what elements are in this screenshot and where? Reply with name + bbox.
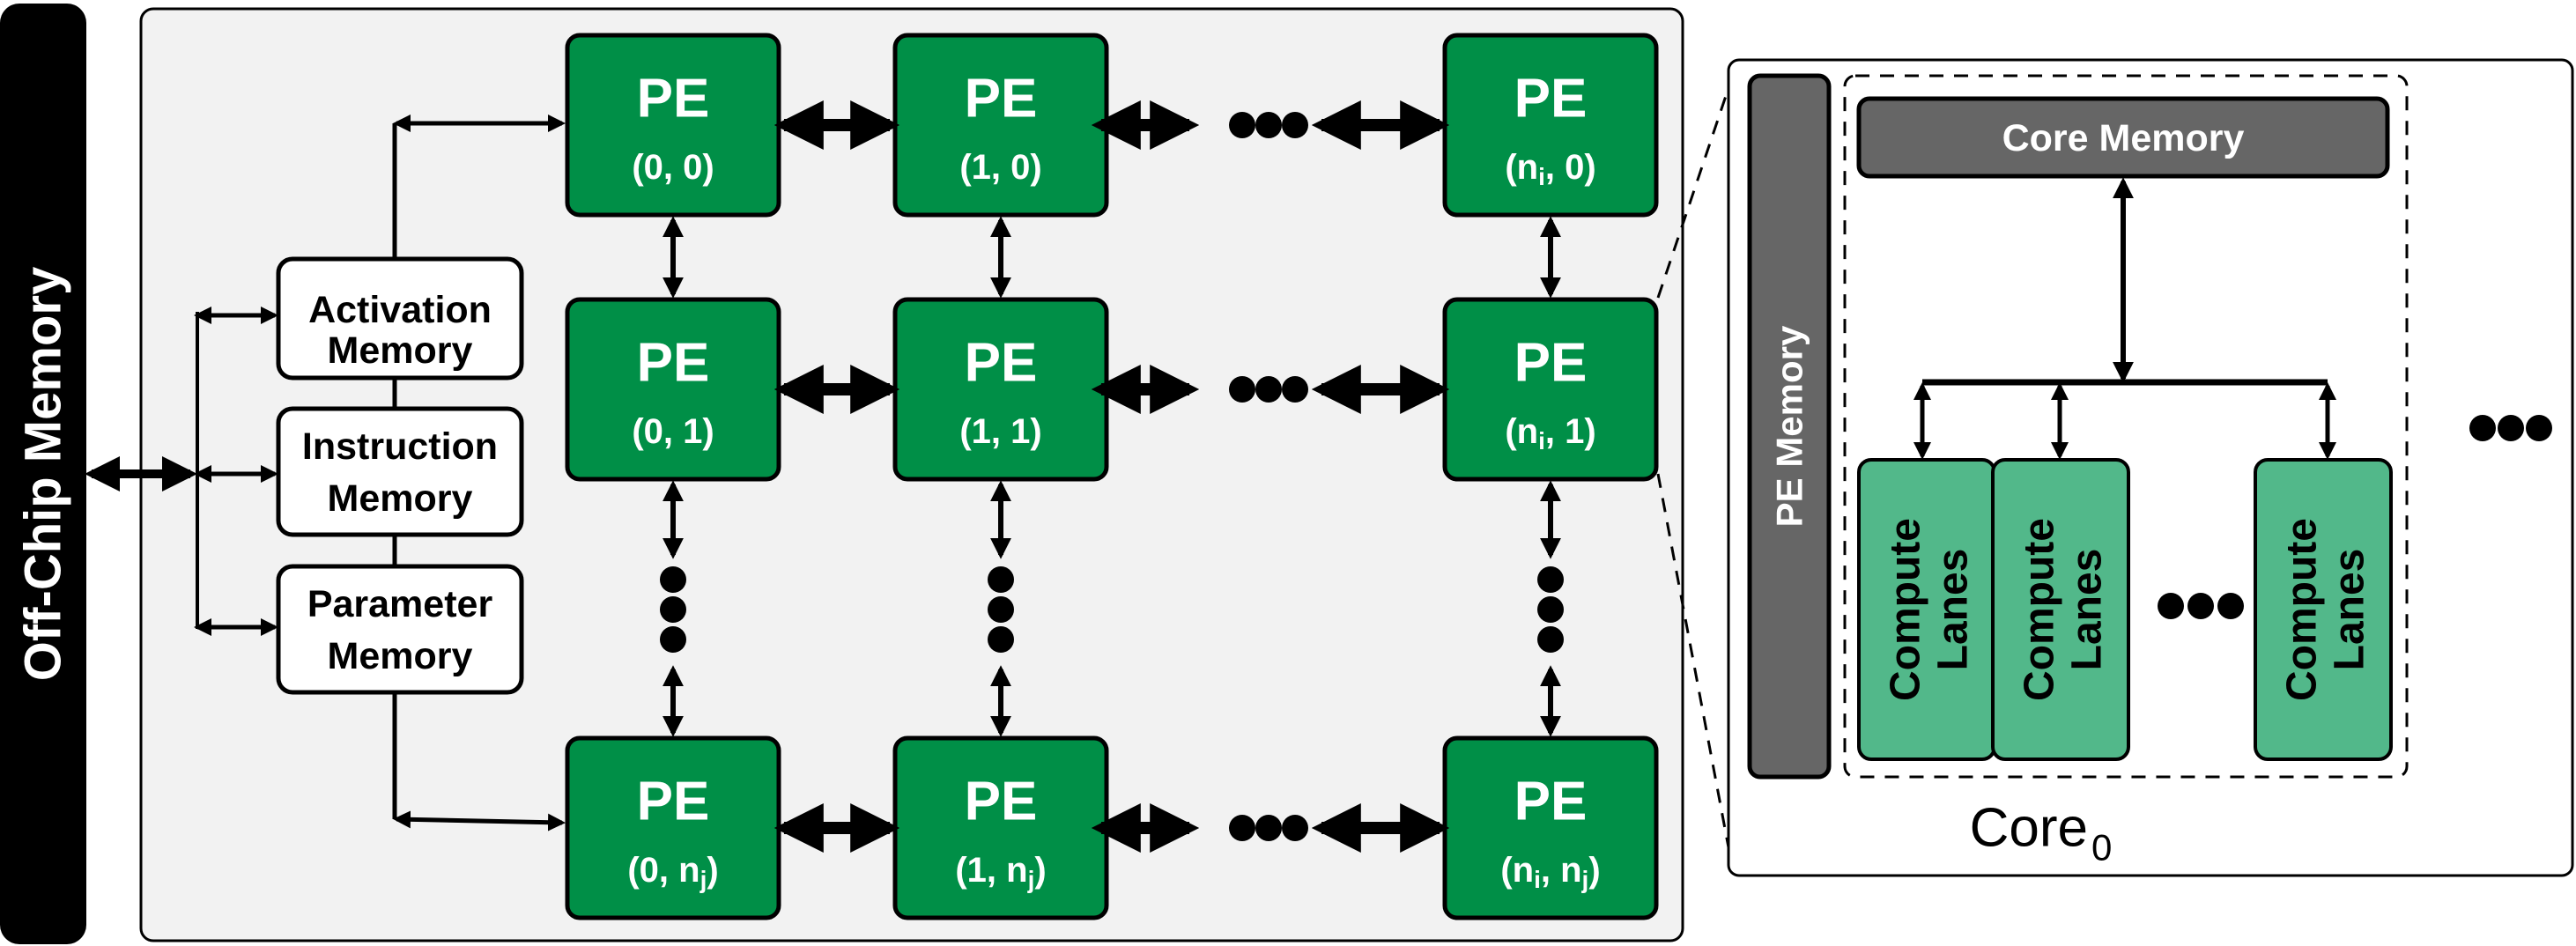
ellipsis-v-1-1 (988, 596, 1014, 623)
ellipsis-h-1-2 (1282, 376, 1308, 403)
ellipsis-h-1-1 (1255, 376, 1282, 403)
activation-memory-line1: Activation (308, 289, 492, 331)
pe-memory-label: PE Memory (1769, 325, 1810, 527)
pe-1-2-title: PE (1514, 333, 1588, 394)
compute-lane-1-line2: Lanes (2064, 549, 2111, 671)
core-label: Core (1970, 798, 2088, 859)
compute-lane-2-line1: Compute (2279, 518, 2326, 701)
ellipsis-h-2-2 (1282, 815, 1308, 841)
pe-2-0-coords: (0, nj) (627, 851, 718, 893)
ellipsis-v-2-1 (1537, 596, 1564, 623)
ellipsis-v-2-2 (1537, 626, 1564, 653)
compute-lane-2-box (2254, 458, 2393, 761)
ellipsis-v-2-0 (1537, 566, 1564, 593)
ellipsis-v-0-2 (660, 626, 686, 653)
parameter-memory-box (276, 564, 524, 695)
off-chip-memory-label: Off-Chip Memory (15, 267, 72, 681)
memory-box-parameter: Parameter Memory (276, 564, 524, 695)
instruction-memory-line2: Memory (328, 477, 473, 520)
compute-lane-0-line1: Compute (1883, 518, 1929, 701)
pe-0-1-coords: (1, 0) (959, 148, 1041, 187)
activation-memory-line2: Memory (328, 329, 473, 372)
instruction-memory-box (276, 406, 524, 537)
parameter-memory-line1: Parameter (307, 583, 493, 625)
pe-0-1-title: PE (965, 69, 1038, 129)
core-memory-label: Core Memory (2002, 117, 2245, 159)
pe-2-0-title: PE (637, 772, 710, 832)
off-chip-memory: Off-Chip Memory (0, 4, 86, 944)
ellipsis-v-0-0 (660, 566, 686, 593)
pe-0-1: PE (1, 0) (892, 33, 1109, 218)
pe-1-2-coords: (ni, 1) (1505, 412, 1595, 455)
pe-1-0-title: PE (637, 333, 710, 394)
pe-1-1: PE (1, 1) (892, 297, 1109, 482)
ellipsis-h-2-0 (1229, 815, 1255, 841)
core-detail-frame (1727, 58, 2574, 877)
compute-lane-0-line2: Lanes (1930, 549, 1977, 671)
ellipsis-lanes-0 (2158, 593, 2184, 619)
arrows-layer (85, 100, 2336, 853)
off-chip-memory-bar (0, 4, 86, 944)
compute-lane-2-line2: Lanes (2327, 549, 2373, 671)
pe-0-2-coords: (ni, 0) (1505, 148, 1595, 190)
ellipsis-lanes-2 (2217, 593, 2244, 619)
core-memory-box (1856, 96, 2390, 179)
pe-0-0-coords: (0, 0) (632, 148, 714, 187)
ellipsis-h-0-0 (1229, 112, 1255, 138)
zoom-line-bottom (1656, 473, 1730, 848)
pe-grid: PE (0, 0) PE (1, 0) PE (ni, 0) PE (0, 1) PE (1, 1… (565, 33, 1659, 920)
zoom-lines (1656, 87, 1730, 848)
pe-2-2-coords: (ni, nj) (1500, 851, 1600, 893)
ellipsis-v-1-2 (988, 626, 1014, 653)
ellipsis-h-0-1 (1255, 112, 1282, 138)
ellipsis-h-1-0 (1229, 376, 1255, 403)
ellipsis-v-0-1 (660, 596, 686, 623)
ellipsis-v-1-0 (988, 566, 1014, 593)
parameter-memory-line2: Memory (328, 635, 473, 677)
pe-0-0-title: PE (637, 69, 710, 129)
pe-1-0: PE (0, 1) (565, 297, 781, 482)
pe-2-1-coords: (1, nj) (955, 851, 1046, 893)
pe-2-1-title: PE (965, 772, 1038, 832)
core-boundary (1843, 74, 2409, 779)
pe-2-2: PE (ni, nj) (1442, 735, 1659, 920)
instruction-memory-line1: Instruction (302, 425, 498, 468)
pe-0-2-title: PE (1514, 69, 1588, 129)
ellipsis-h-2-1 (1255, 815, 1282, 841)
core-label-subscript: 0 (2091, 827, 2112, 868)
pe-0-0: PE (0, 0) (565, 33, 781, 218)
compute-lane-1-box (1991, 458, 2130, 761)
pe-memory-bar (1747, 73, 1832, 780)
pe-2-1: PE (1, nj) (892, 735, 1109, 920)
compute-lane-1-line1: Compute (2017, 518, 2063, 701)
ellipsis-lanes-1 (2187, 593, 2214, 619)
activation-memory-box (276, 256, 524, 381)
pe-1-0-coords: (0, 1) (632, 412, 714, 451)
ellipsis-h-0-2 (1282, 112, 1308, 138)
pe-1-1-coords: (1, 1) (959, 412, 1041, 451)
memory-box-instruction: Instruction Memory (276, 406, 524, 537)
arrow-to-pe-bottom (393, 810, 566, 831)
memory-box-activation: Activation Memory (276, 256, 524, 381)
zoom-line-top (1656, 87, 1730, 299)
ellipsis-cores-1 (2498, 415, 2524, 441)
pe-0-2: PE (ni, 0) (1442, 33, 1659, 218)
ellipsis-layer (660, 112, 2552, 841)
pe-1-2: PE (ni, 1) (1442, 297, 1659, 482)
pe-2-0: PE (0, nj) (565, 735, 781, 920)
pe-1-1-title: PE (965, 333, 1038, 394)
ellipsis-cores-2 (2526, 415, 2552, 441)
pe-2-2-title: PE (1514, 772, 1588, 832)
ellipsis-cores-0 (2469, 415, 2496, 441)
